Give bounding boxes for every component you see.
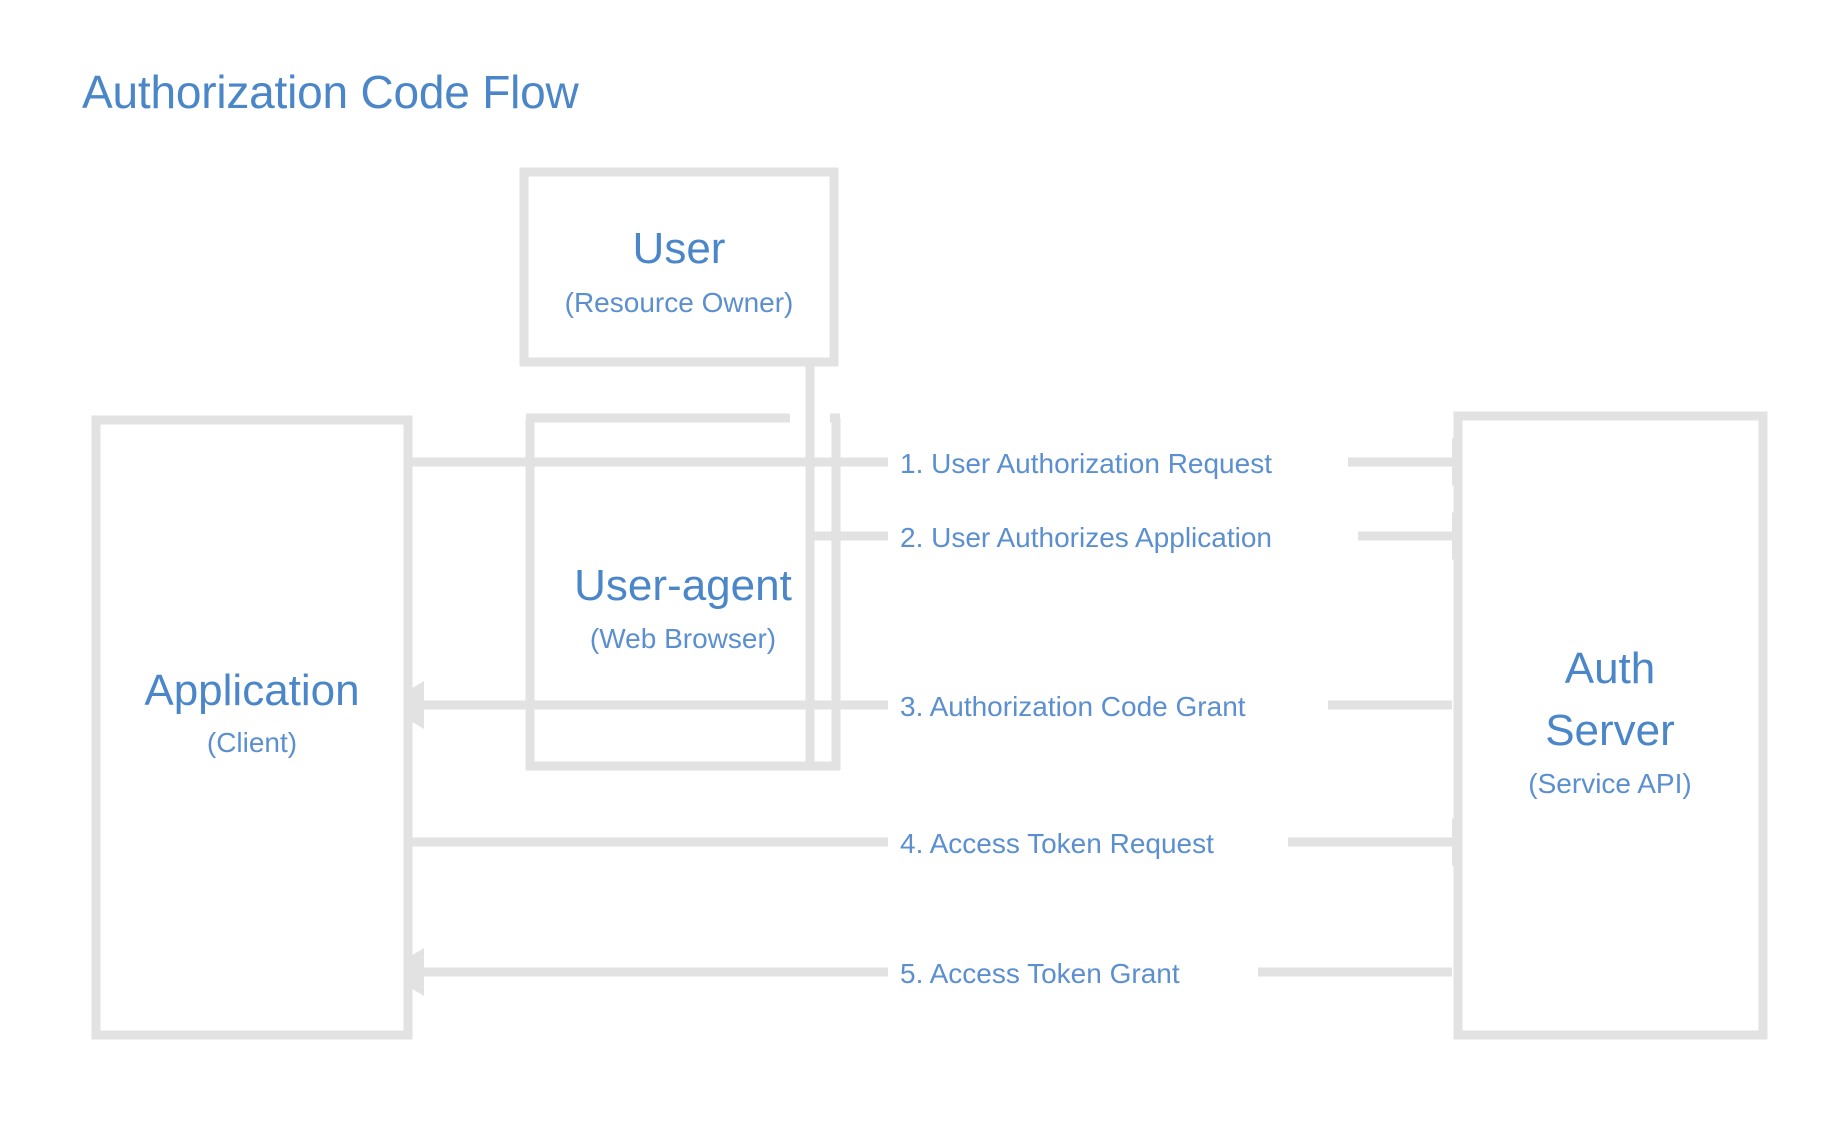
auth-server-title-line2: Server (1545, 706, 1675, 755)
flow-label-4: 4. Access Token Request (900, 828, 1214, 859)
flow-label-4-backdrop (888, 820, 1288, 866)
node-user[interactable]: User (Resource Owner) (519, 167, 839, 367)
flow-label-2-backdrop (888, 514, 1358, 560)
node-user-agent[interactable]: User-agent (Web Browser) (525, 413, 841, 771)
flow-label-2-group: 2. User Authorizes Application (888, 514, 1358, 560)
auth-server-subtitle: (Service API) (1528, 768, 1691, 799)
flow-label-5-group: 5. Access Token Grant (888, 950, 1258, 996)
flow-label-1-group: 1. User Authorization Request (888, 440, 1348, 486)
flow-label-1-backdrop (888, 440, 1348, 486)
flow-label-2: 2. User Authorizes Application (900, 522, 1272, 553)
application-title: Application (144, 666, 359, 715)
node-auth-server[interactable]: Auth Server (Service API) (1453, 411, 1768, 1040)
flow-label-3: 3. Authorization Code Grant (900, 691, 1246, 722)
user-subtitle: (Resource Owner) (565, 287, 794, 318)
auth-server-box-outline (1453, 411, 1768, 1040)
user-box-outline (519, 167, 839, 367)
flow-labels: 1. User Authorization Request 2. User Au… (888, 440, 1358, 996)
flow-label-3-backdrop (888, 683, 1328, 729)
user-agent-subtitle: (Web Browser) (590, 623, 776, 654)
flow-label-3-group: 3. Authorization Code Grant (888, 683, 1328, 729)
flow-label-1: 1. User Authorization Request (900, 448, 1272, 479)
node-application[interactable]: Application (Client) (91, 415, 413, 1040)
application-subtitle: (Client) (207, 727, 297, 758)
application-box-outline (91, 415, 413, 1040)
user-agent-title: User-agent (574, 561, 792, 610)
flow-label-4-group: 4. Access Token Request (888, 820, 1288, 866)
flow-label-5-backdrop (888, 950, 1258, 996)
flow-label-5: 5. Access Token Grant (900, 958, 1180, 989)
page-title: Authorization Code Flow (82, 66, 580, 118)
auth-server-title-line1: Auth (1565, 644, 1656, 693)
user-title: User (633, 224, 726, 273)
